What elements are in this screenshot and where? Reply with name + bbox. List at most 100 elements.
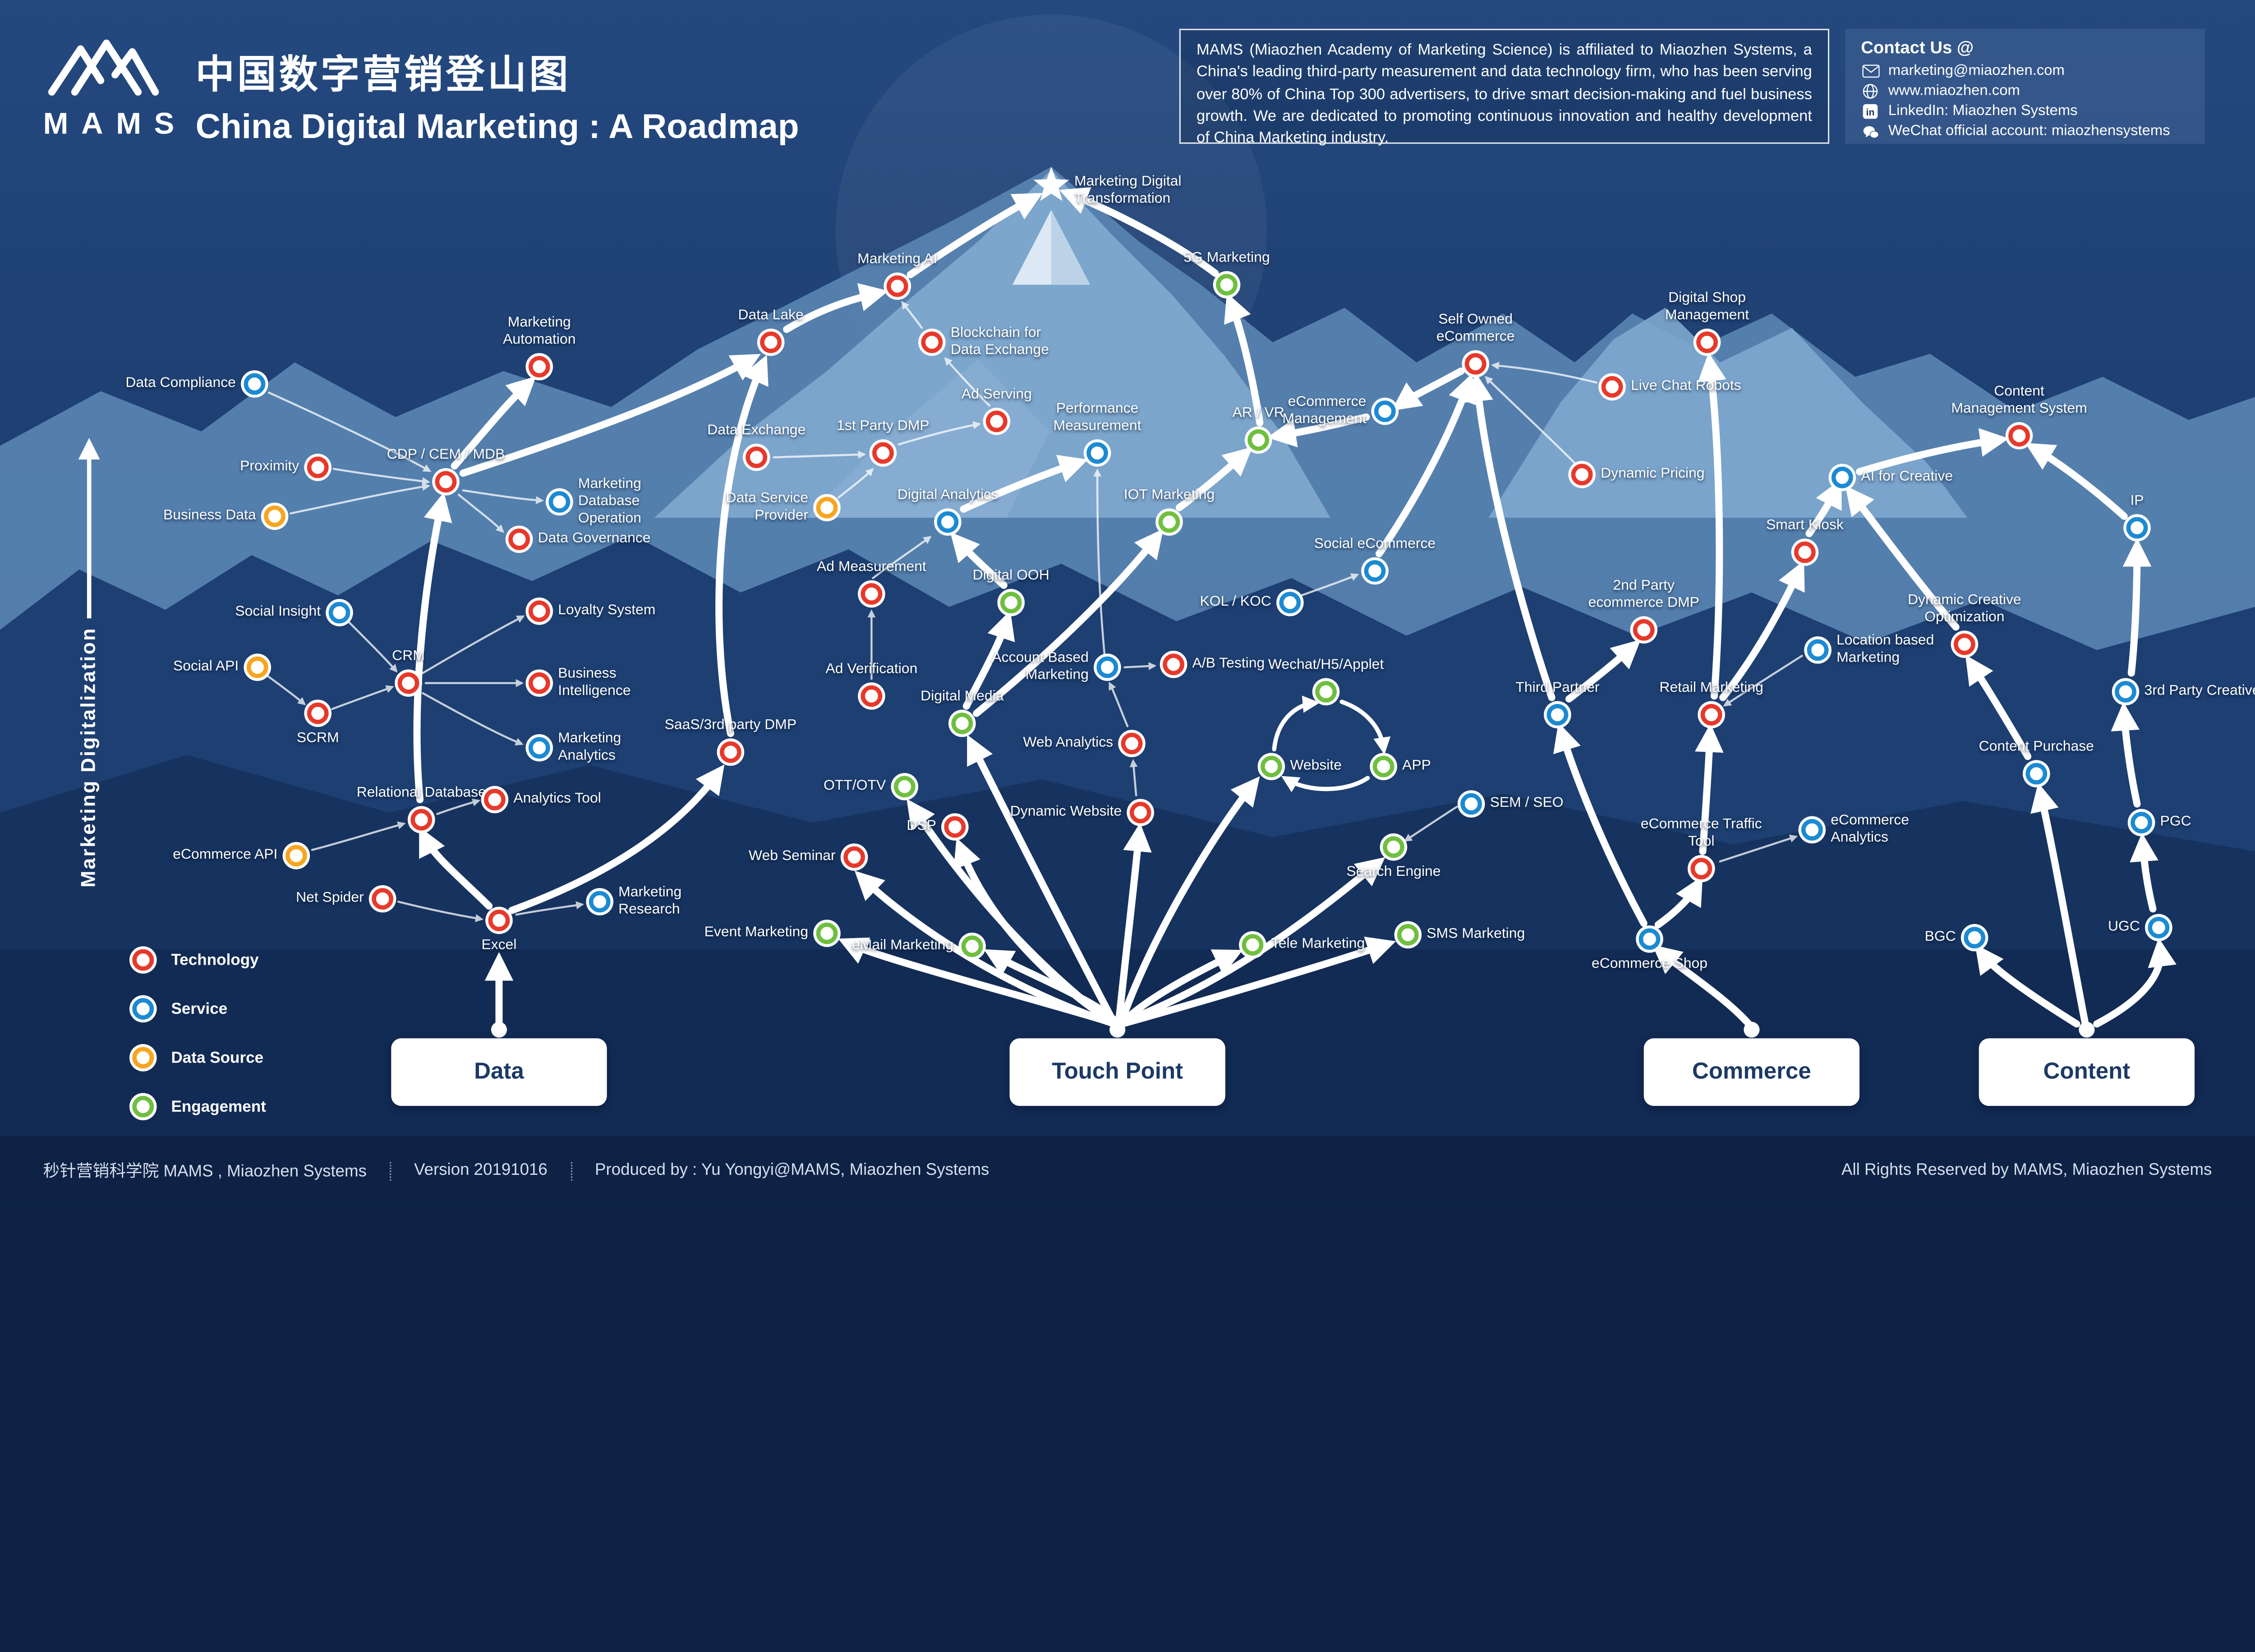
technology-node-icon xyxy=(1601,376,1623,398)
globe-icon xyxy=(1861,84,1879,100)
technology-node-icon xyxy=(861,583,883,605)
node-label: 3rd Party Creative xyxy=(2144,683,2255,699)
legend-label: Technology xyxy=(171,951,259,969)
service-node-icon xyxy=(328,602,350,624)
node-label: Marketing Analytics xyxy=(558,731,621,764)
contact-heading: Contact Us @ xyxy=(1861,37,1974,58)
service-node-icon xyxy=(2025,763,2048,785)
service-node-icon xyxy=(2126,517,2148,539)
footer-version: Version 20191016 xyxy=(414,1162,548,1179)
service-node-icon xyxy=(937,511,959,533)
node-label: Dynamic Pricing xyxy=(1601,466,1705,482)
node-label: APP xyxy=(1402,758,1431,774)
node-label: SEM / SEO xyxy=(1490,795,1564,811)
category-connector-dot xyxy=(2079,1022,2095,1038)
technology-node-icon xyxy=(1464,353,1486,375)
contact-text: LinkedIn: Miaozhen Systems xyxy=(1888,103,2078,119)
service-node-icon xyxy=(2148,916,2170,939)
contact-text: www.miaozhen.com xyxy=(1888,83,2020,99)
footer: 秒针营销科学院 MAMS , Miaozhen Systems Version … xyxy=(0,1136,2255,1205)
category-box-touch-point: Touch Point xyxy=(1009,1038,1225,1106)
node-label: Self Owned eCommerce xyxy=(1436,313,1515,345)
technology-node-icon xyxy=(307,702,329,724)
technology-node-icon xyxy=(1121,732,1143,755)
technology-node-icon xyxy=(372,888,394,910)
node-label: Business Intelligence xyxy=(558,666,631,699)
category-connector-dot xyxy=(1109,1022,1126,1038)
technology-node-icon xyxy=(484,789,506,810)
technology-node-icon xyxy=(528,672,550,694)
node-label: eCommerce Analytics xyxy=(1831,813,1909,846)
engagement-legend-icon xyxy=(132,1095,154,1118)
category-box-data: Data xyxy=(391,1038,607,1106)
legend-item-engagement: Engagement xyxy=(132,1095,266,1118)
technology-node-icon xyxy=(1953,633,1975,655)
node-label: 2nd Party ecommerce DMP xyxy=(1588,579,1699,612)
service-node-icon xyxy=(2115,681,2136,703)
node-label: Business Data xyxy=(163,507,256,524)
legend-item-data_source: Data Source xyxy=(132,1047,266,1069)
technology-node-icon xyxy=(528,600,550,622)
engagement-node-icon xyxy=(1372,755,1394,778)
wechat-icon xyxy=(1861,124,1879,139)
node-label: Marketing Database Operation xyxy=(578,476,641,526)
contact-item: in LinkedIn: Miaozhen Systems xyxy=(1861,102,2189,122)
contact-panel: Contact Us @ marketing@miaozhen.com www.m… xyxy=(1845,28,2205,144)
node-label: Content Management System xyxy=(1951,384,2087,418)
logo-wordmark: MAMS xyxy=(43,108,188,141)
contact-items: marketing@miaozhen.com www.miaozhen.com in… xyxy=(1861,62,2189,142)
service-node-icon xyxy=(1086,442,1108,464)
engagement-node-icon xyxy=(1383,836,1404,858)
marketing-digitalization-axis: Marketing Digitalization xyxy=(69,428,112,925)
node-label: Net Spider xyxy=(296,890,364,907)
page-title-en: China Digital Marketing : A Roadmap xyxy=(195,108,799,147)
node-label: OTT/OTV xyxy=(824,778,886,794)
node-label: SCRM xyxy=(296,730,339,746)
node-label: eCommerce API xyxy=(173,847,278,863)
axis-label: Marketing Digitalization xyxy=(76,627,100,888)
service-node-icon xyxy=(1831,466,1853,488)
node-label: Location based Marketing xyxy=(1836,633,1934,666)
footer-rights: All Rights Reserved by MAMS, Miaozhen Sy… xyxy=(1841,1162,2212,1179)
svg-text:in: in xyxy=(1866,107,1875,118)
node-label: Data Governance xyxy=(538,530,651,547)
legend-label: Service xyxy=(171,1000,228,1018)
node-label: IP xyxy=(2130,493,2144,510)
node-label: Wechat/H5/Applet xyxy=(1268,657,1384,673)
service-node-icon xyxy=(528,737,550,759)
data_source-node-icon xyxy=(285,845,307,867)
email-icon xyxy=(1861,65,1879,78)
node-label: Marketing Automation xyxy=(503,315,576,349)
about-box: MAMS (Miaozhen Academy of Marketing Scie… xyxy=(1179,28,1830,147)
legend-label: Engagement xyxy=(171,1098,266,1115)
engagement-node-icon xyxy=(1260,755,1282,778)
service-node-icon xyxy=(1807,639,1829,661)
category-connector-dot xyxy=(491,1022,507,1038)
service-node-icon xyxy=(2131,812,2153,833)
service-node-icon xyxy=(1801,819,1823,841)
service-node-icon xyxy=(244,373,266,395)
technology-node-icon xyxy=(1571,464,1593,486)
service-legend-icon xyxy=(132,998,154,1020)
service-node-icon xyxy=(1460,793,1482,815)
contact-text: marketing@miaozhen.com xyxy=(1888,63,2065,79)
node-label: Digital Shop Management xyxy=(1665,291,1749,324)
footer-produced-by: Produced by : Yu Yongyi@MAMS, Miaozhen S… xyxy=(595,1162,989,1179)
mams-logo: MAMS xyxy=(43,32,187,143)
page-title-cn: 中国数字营销登山图 xyxy=(195,53,571,97)
engagement-node-icon xyxy=(816,922,838,944)
technology-legend-icon xyxy=(132,949,154,971)
node-label: BGC xyxy=(1924,929,1956,945)
footer-org: 秒针营销科学院 MAMS , Miaozhen Systems xyxy=(43,1163,367,1181)
service-node-icon xyxy=(1364,560,1386,582)
footer-left: 秒针营销科学院 MAMS , Miaozhen Systems Version … xyxy=(43,1159,989,1182)
engagement-node-icon xyxy=(893,776,916,798)
technology-node-icon xyxy=(488,909,510,931)
node-label: Social API xyxy=(173,658,239,675)
node-label: KOL / KOC xyxy=(1200,594,1271,610)
technology-node-icon xyxy=(435,471,457,493)
technology-node-icon xyxy=(1794,541,1816,563)
technology-node-icon xyxy=(719,741,741,763)
